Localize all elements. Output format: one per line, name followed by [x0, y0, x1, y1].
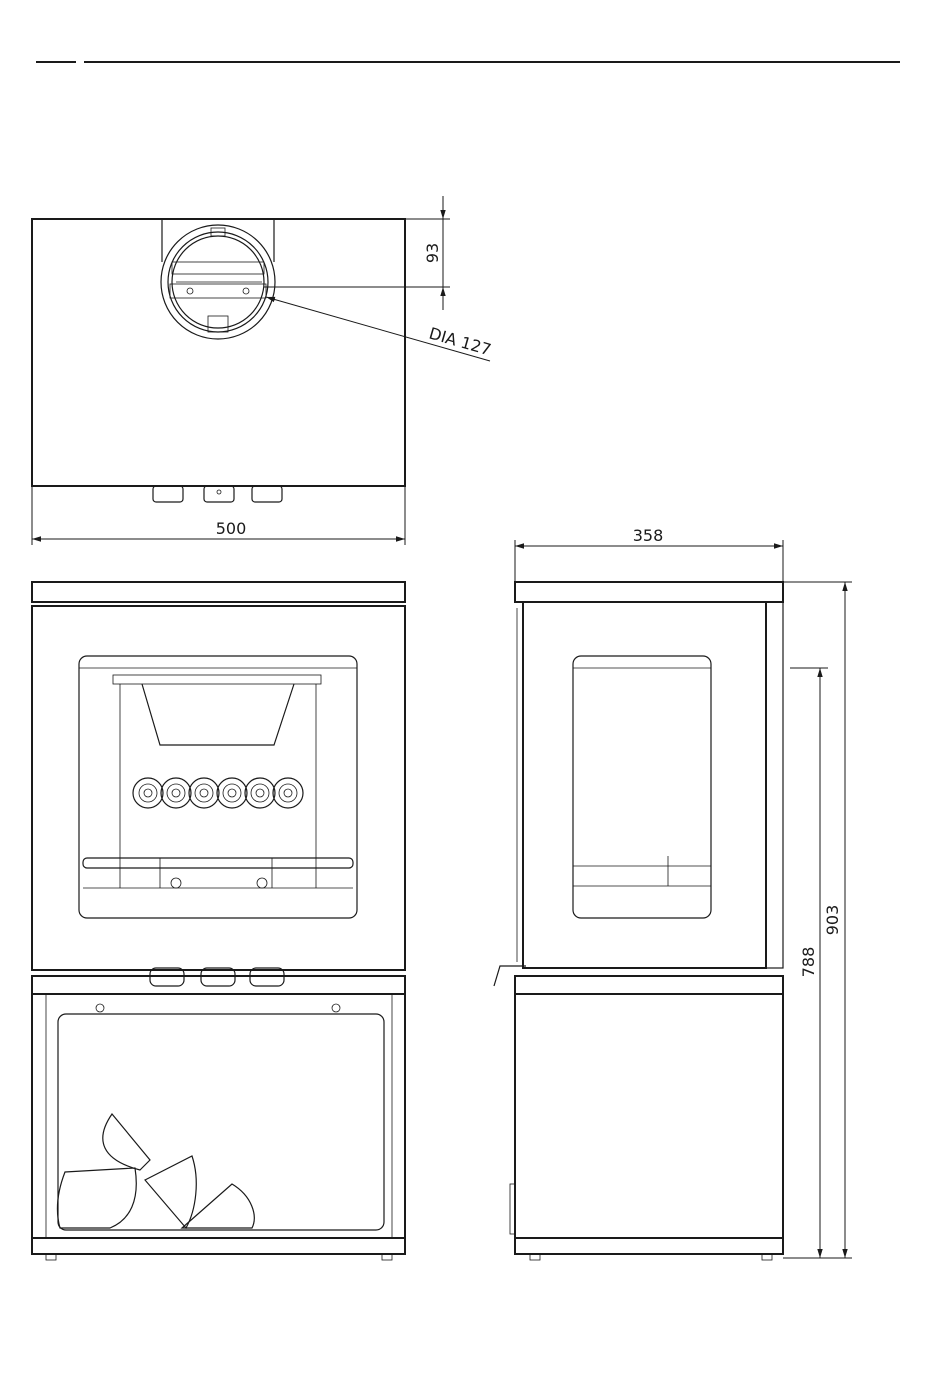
- dim-height-total: 903: [783, 582, 852, 1258]
- dim-height-total-label: 903: [823, 905, 842, 936]
- dim-side-depth-label: 358: [633, 526, 664, 545]
- dim-flue-diameter-label: DIA 127: [427, 324, 493, 360]
- dim-flue-offset: 93: [264, 196, 450, 310]
- dim-flue-diameter: DIA 127: [266, 297, 493, 361]
- dim-top-width-label: 500: [216, 519, 247, 538]
- burner-rings: [133, 778, 303, 808]
- dim-height-outlet-label: 788: [799, 947, 818, 978]
- dim-height-outlet: 788: [790, 668, 828, 1258]
- log-pile: [58, 1114, 255, 1228]
- top-view: [32, 219, 405, 502]
- dim-top-width: 500: [32, 486, 405, 545]
- dim-flue-offset-label: 93: [423, 243, 442, 263]
- side-view: [494, 582, 783, 1260]
- dim-side-depth: 358: [515, 526, 783, 582]
- front-view: [32, 582, 405, 1260]
